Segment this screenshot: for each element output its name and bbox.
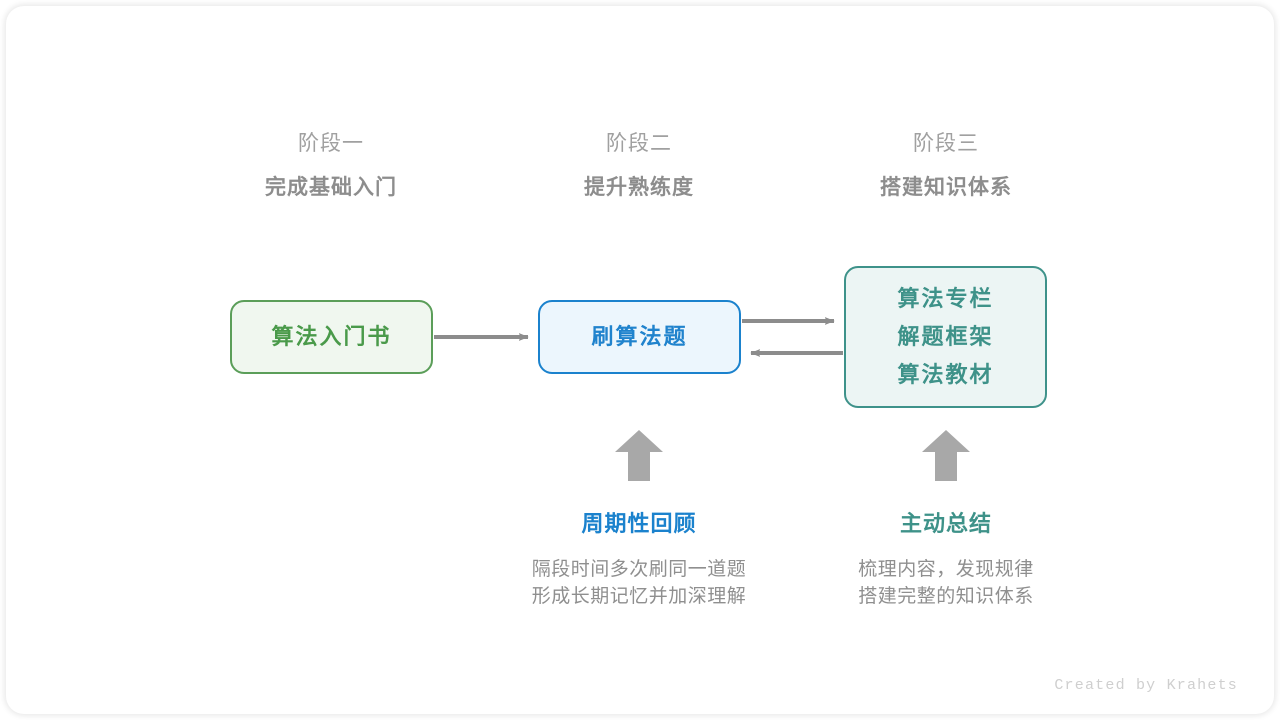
note-summary-body-line-2: 搭建完整的知识体系 bbox=[858, 586, 1034, 607]
stage-title-3: 搭建知识体系 bbox=[880, 176, 1012, 199]
note-review-body-line-2: 形成长期记忆并加深理解 bbox=[531, 586, 747, 607]
node-practice-problems[interactable]: 刷算法题 bbox=[538, 300, 741, 374]
node-resources-line-3: 算法教材 bbox=[897, 362, 994, 387]
node-resources-line-1: 算法专栏 bbox=[897, 286, 994, 311]
stage-header-1: 阶段一 完成基础入门 bbox=[211, 130, 451, 202]
node-resources-line-2: 解题框架 bbox=[897, 324, 994, 349]
node-practice-label: 刷算法题 bbox=[591, 324, 688, 349]
stage-header-3: 阶段三 搭建知识体系 bbox=[826, 130, 1066, 202]
stage-kicker-2: 阶段二 bbox=[606, 132, 672, 155]
node-book-label: 算法入门书 bbox=[271, 324, 392, 349]
stage-header-2: 阶段二 提升熟练度 bbox=[519, 130, 759, 202]
note-periodic-review: 周期性回顾 隔段时间多次刷同一道题 形成长期记忆并加深理解 bbox=[489, 511, 789, 610]
node-knowledge-resources[interactable]: 算法专栏 解题框架 算法教材 bbox=[844, 266, 1047, 408]
note-summary-body-line-1: 梳理内容，发现规律 bbox=[858, 559, 1034, 580]
node-algorithm-intro-book[interactable]: 算法入门书 bbox=[230, 300, 433, 374]
note-review-body: 隔段时间多次刷同一道题 形成长期记忆并加深理解 bbox=[489, 556, 789, 610]
stage-title-2: 提升熟练度 bbox=[584, 176, 694, 199]
stage-title-1: 完成基础入门 bbox=[265, 176, 397, 199]
stage-kicker-1: 阶段一 bbox=[298, 132, 364, 155]
note-review-body-line-1: 隔段时间多次刷同一道题 bbox=[531, 559, 747, 580]
credit-text: Created by Krahets bbox=[1054, 677, 1238, 694]
note-active-summary: 主动总结 梳理内容，发现规律 搭建完整的知识体系 bbox=[796, 511, 1096, 610]
note-review-title: 周期性回顾 bbox=[581, 511, 697, 536]
note-summary-body: 梳理内容，发现规律 搭建完整的知识体系 bbox=[796, 556, 1096, 610]
stage-kicker-3: 阶段三 bbox=[913, 132, 979, 155]
note-summary-title: 主动总结 bbox=[899, 511, 992, 536]
